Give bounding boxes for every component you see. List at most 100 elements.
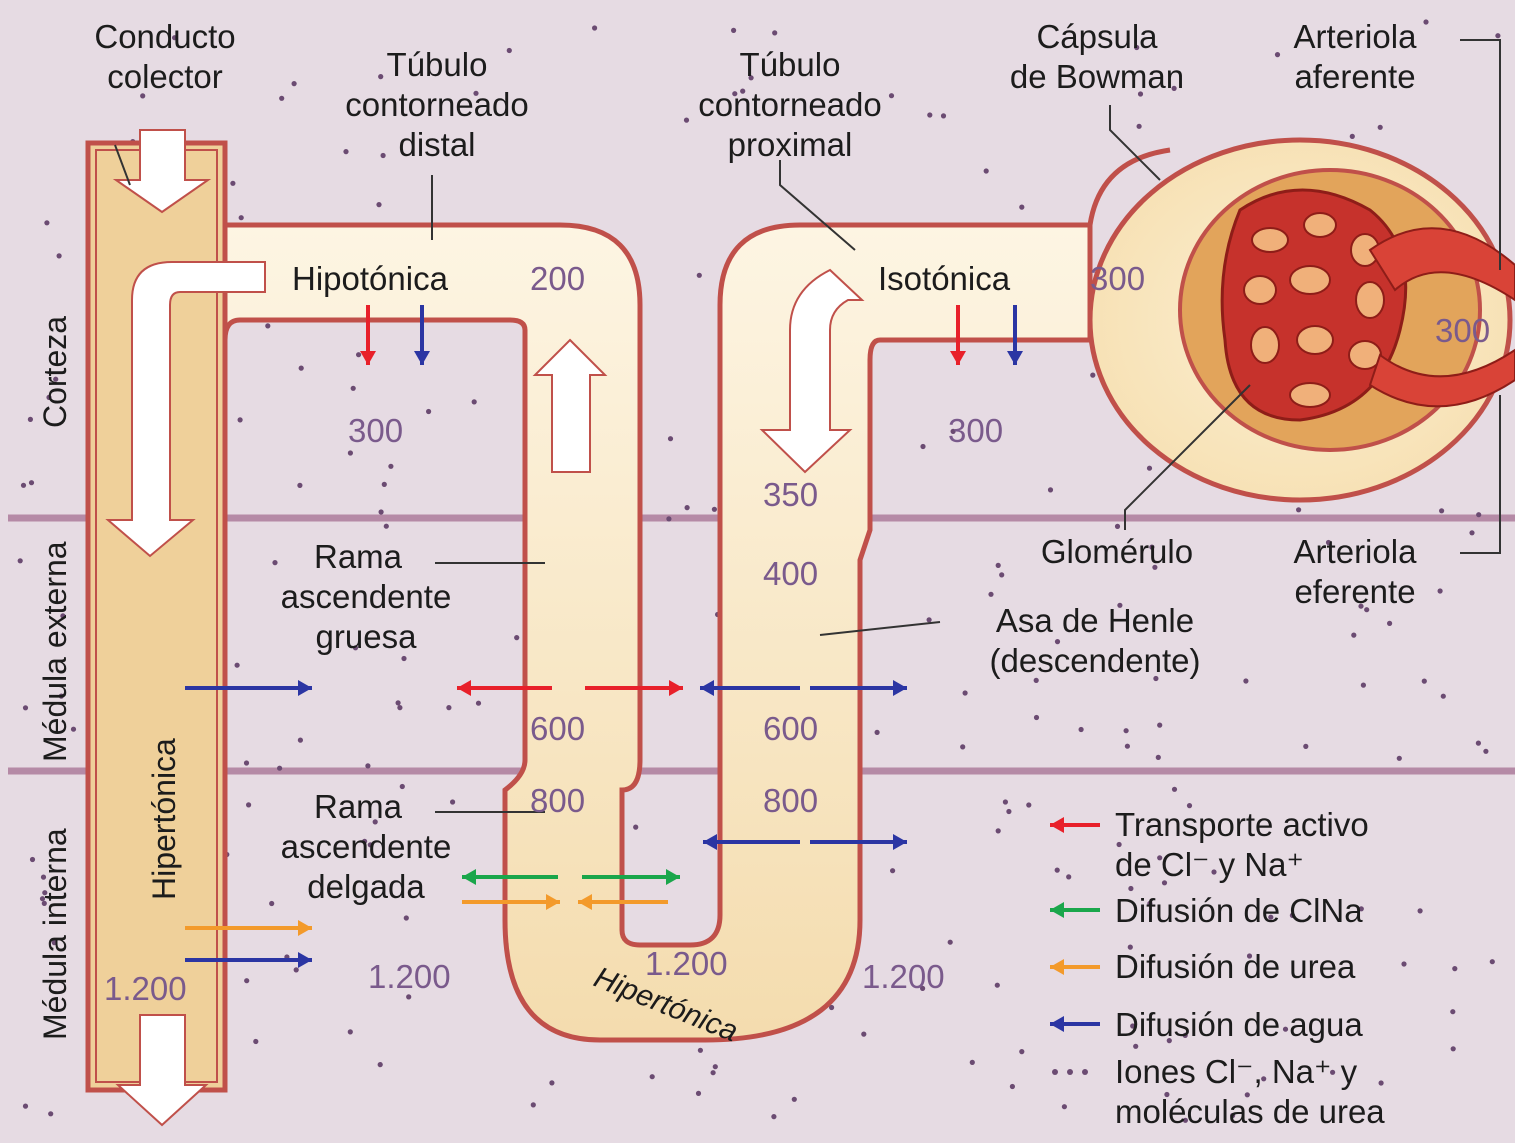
ion-dot xyxy=(1006,809,1011,814)
label-tubulo-distal-1: Túbulo xyxy=(387,46,488,83)
ion-dot xyxy=(1124,728,1129,733)
label-rama-gruesa-1: Rama xyxy=(314,538,403,575)
ion-dot xyxy=(941,113,946,118)
label-rama-delgada-1: Rama xyxy=(314,788,403,825)
label-capsula-1: Cápsula xyxy=(1036,18,1158,55)
ion-dot xyxy=(1137,124,1142,129)
ion-dot xyxy=(948,940,953,945)
ion-dot xyxy=(1418,908,1423,913)
hipertonica-vertical-label: Hipertónica xyxy=(146,738,182,900)
legend-clna: Difusión de ClNa xyxy=(1115,892,1363,929)
ion-dot xyxy=(999,572,1004,577)
ion-dot xyxy=(48,1111,53,1116)
ion-dot xyxy=(1275,52,1280,57)
ion-dot xyxy=(1490,959,1495,964)
ion-dot xyxy=(549,1080,554,1085)
ion-dot xyxy=(343,149,348,154)
ion-dot xyxy=(348,450,353,455)
label-hipotonica: Hipotónica xyxy=(292,260,449,297)
label-tubulo-proximal-1: Túbulo xyxy=(740,46,841,83)
value-proximal-300: 300 xyxy=(1090,260,1145,297)
ion-dot xyxy=(684,118,689,123)
label-asa-henle-2: (descendente) xyxy=(990,642,1201,679)
ion-dot xyxy=(927,617,932,622)
ion-dot xyxy=(697,273,702,278)
ion-dot xyxy=(238,417,243,422)
ion-dot xyxy=(1469,530,1474,535)
ion-dot xyxy=(1066,874,1071,879)
ion-dot xyxy=(29,480,34,485)
ion-dot xyxy=(698,1048,703,1053)
label-glomerulo: Glomérulo xyxy=(1041,533,1193,570)
ion-dot xyxy=(970,1060,975,1065)
value-asc-800: 800 xyxy=(530,782,585,819)
ion-dot xyxy=(376,202,381,207)
ion-dot xyxy=(476,701,481,706)
ion-dot xyxy=(378,74,383,79)
ion-dot xyxy=(1450,1009,1455,1014)
ion-dot xyxy=(633,825,638,830)
value-cortex-left-300: 300 xyxy=(348,412,403,449)
ion-dot xyxy=(666,516,671,521)
ion-dot xyxy=(356,352,361,357)
ion-dot xyxy=(1495,33,1500,38)
ion-dot xyxy=(23,1104,28,1109)
ion-dot xyxy=(696,1091,701,1096)
ion-dot xyxy=(269,901,274,906)
ion-dot xyxy=(472,399,477,404)
ion-dot xyxy=(1401,961,1406,966)
ion-dot xyxy=(668,436,673,441)
ion-dot xyxy=(1147,466,1152,471)
ion-dot xyxy=(1048,487,1053,492)
ion-dot xyxy=(298,738,303,743)
ion-dot xyxy=(1303,744,1308,749)
ion-dot xyxy=(1079,727,1084,732)
ion-dot xyxy=(1090,373,1095,378)
ion-dot xyxy=(244,978,249,983)
ion-dot xyxy=(299,366,304,371)
ion-dot xyxy=(1156,755,1161,760)
ion-dot xyxy=(279,96,284,101)
ion-dot xyxy=(889,93,894,98)
ion-dot xyxy=(1243,678,1248,683)
ion-dot xyxy=(379,509,384,514)
ion-dot xyxy=(711,1070,716,1075)
ion-dot xyxy=(1423,19,1428,24)
legend-agua: Difusión de agua xyxy=(1115,1006,1363,1043)
label-tubulo-proximal-3: proximal xyxy=(728,126,853,163)
ion-dot xyxy=(1019,205,1024,210)
legend-iones-1: Iones Cl⁻, Na⁺ y xyxy=(1115,1053,1358,1090)
value-desc-800: 800 xyxy=(763,782,818,819)
ion-dot xyxy=(1438,588,1443,593)
label-arteriola-eferente-2: eferente xyxy=(1294,573,1415,610)
value-interstitial-right-1200: 1.200 xyxy=(862,958,945,995)
ion-dot xyxy=(960,744,965,749)
value-desc-600: 600 xyxy=(763,710,818,747)
ion-dot xyxy=(378,1062,383,1067)
legend-iones-2: moléculas de urea xyxy=(1115,1093,1385,1130)
value-loop-bottom-1200: 1.200 xyxy=(645,945,728,982)
value-distal-200: 200 xyxy=(530,260,585,297)
ion-dot xyxy=(771,1114,776,1119)
ion-dot xyxy=(272,560,277,565)
ion-dot xyxy=(396,700,401,705)
ion-dot xyxy=(772,30,777,35)
ion-dot xyxy=(1010,1084,1015,1089)
ion-dot xyxy=(1361,683,1366,688)
ion-dot xyxy=(1115,524,1120,529)
ion-dot xyxy=(382,482,387,487)
ion-dot xyxy=(388,464,393,469)
label-rama-delgada-2: ascendente xyxy=(281,828,452,865)
ion-dot xyxy=(996,563,1001,568)
label-isotonica: Isotónica xyxy=(878,260,1011,297)
ion-dot xyxy=(28,417,33,422)
ion-dot xyxy=(731,28,736,33)
label-tubulo-distal-2: contorneado xyxy=(345,86,528,123)
ion-dot xyxy=(30,857,35,862)
ion-dot xyxy=(381,153,386,158)
ion-dot xyxy=(995,983,1000,988)
ion-dot xyxy=(384,524,389,529)
ion-dot xyxy=(927,112,932,117)
zone-label-medula-externa: Médula externa xyxy=(37,541,73,762)
